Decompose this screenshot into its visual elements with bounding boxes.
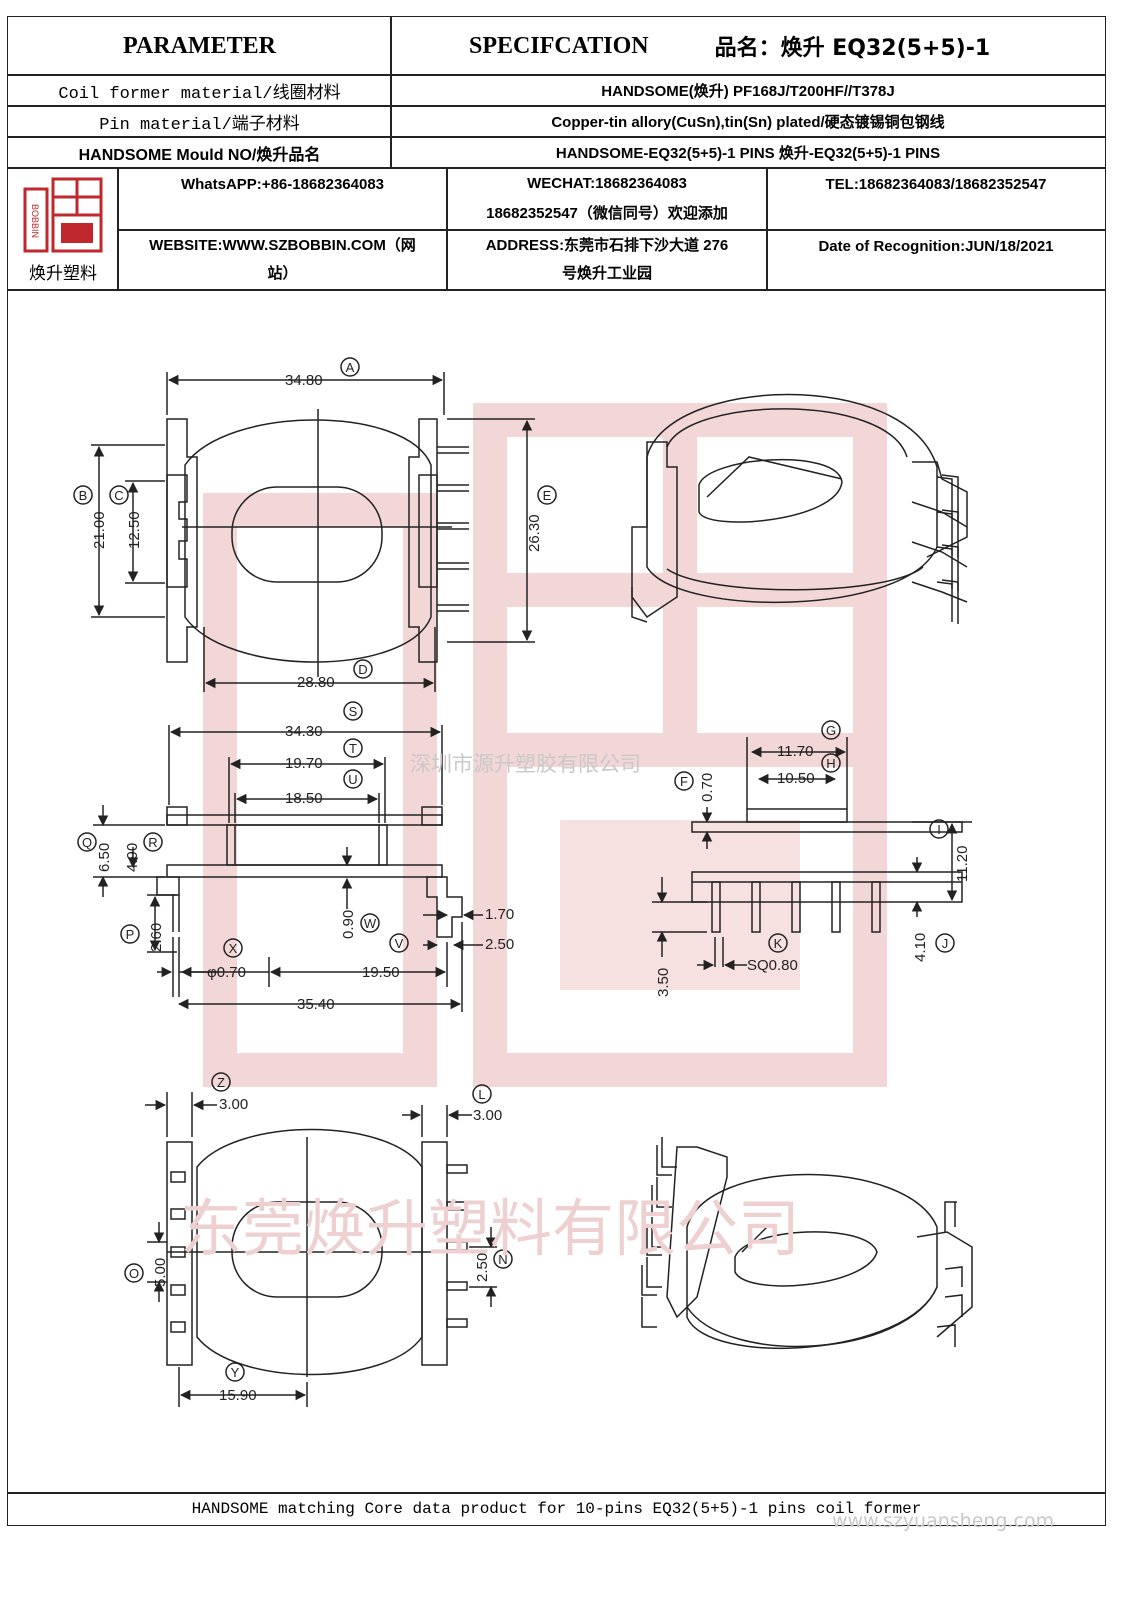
bobbin-logo-icon: BOBBIN: [23, 177, 103, 252]
website-line2: 站）: [267, 265, 298, 282]
dim-p: 2.60: [148, 923, 165, 952]
dim-r: 4.90: [124, 843, 141, 872]
dim-o: 5.00: [152, 1258, 169, 1287]
marker-e: E: [543, 488, 552, 503]
marker-z: Z: [217, 1075, 225, 1090]
dimension-labels: 34.80 21.00 12.50 26.30 28.80 34.30 19.7…: [91, 372, 971, 1404]
dim-n: 2.50: [474, 1253, 491, 1282]
dim-total: 35.40: [297, 996, 335, 1013]
dim-f: 0.70: [699, 773, 716, 802]
marker-k: K: [774, 936, 783, 951]
bottom-view: [145, 1092, 497, 1407]
marker-a: A: [346, 360, 355, 375]
marker-x: X: [229, 941, 238, 956]
marker-j: J: [942, 936, 949, 951]
address-line1: ADDRESS:东莞市石排下沙大道 276: [485, 237, 729, 254]
wechat-line1: WECHAT:18682364083: [527, 175, 687, 192]
dim-y: 15.90: [219, 1387, 257, 1404]
dim-b: 21.00: [91, 511, 108, 549]
iso-view-top: [631, 393, 968, 624]
website: WEBSITE:WWW.SZBOBBIN.COM（网 站）: [117, 229, 448, 291]
recognition-date: Date of Recognition:JUN/18/2021: [766, 229, 1106, 291]
marker-n: N: [498, 1252, 507, 1267]
top-view: [91, 372, 535, 692]
marker-s: S: [349, 704, 358, 719]
marker-letters: A B C E D S T U Q R P W V X G H F I J K …: [79, 360, 949, 1380]
marker-w: W: [364, 916, 377, 931]
header-specification: SPECIFCATION: [469, 32, 649, 59]
row-value-coil-material: HANDSOME(焕升) PF168J/T200HF//T378J: [390, 74, 1106, 107]
dim-a: 34.80: [285, 372, 323, 389]
website-line1[interactable]: WEBSITE:WWW.SZBOBBIN.COM（网: [149, 237, 416, 254]
marker-q: Q: [82, 835, 92, 850]
logo-mark-text: BOBBIN: [30, 203, 40, 237]
dim-u: 18.50: [285, 790, 323, 807]
wechat-line2: 18682352547（微信同号）欢迎添加: [486, 205, 728, 222]
row-label-coil-material: Coil former material/线圈材料: [7, 74, 392, 107]
marker-h: H: [826, 756, 835, 771]
marker-i: I: [937, 822, 941, 837]
marker-t: T: [349, 741, 357, 756]
watermark-url: www.szyuansheng.com: [832, 1510, 1055, 1532]
marker-b: B: [79, 488, 88, 503]
marker-y: Y: [231, 1365, 240, 1380]
iso-view-bottom: [641, 1137, 973, 1349]
header-spec-cell: SPECIFCATION 品名：焕升 EQ32(5+5)-1: [390, 16, 1106, 76]
marker-l: L: [478, 1087, 485, 1102]
dim-v-a: 1.70: [485, 906, 514, 923]
technical-drawing: A B C E D S T U Q R P W V X G H F I J K …: [73, 357, 973, 1407]
tel: TEL:18682364083/18682352547: [766, 167, 1106, 231]
marker-u: U: [348, 772, 357, 787]
dim-t: 19.70: [285, 755, 323, 772]
dim-g: 11.70: [777, 743, 813, 760]
front-view: [652, 737, 972, 971]
dim-l: 3.00: [473, 1107, 502, 1124]
dim-d: 28.80: [297, 674, 335, 691]
wechat: WECHAT:18682364083 18682352547（微信同号）欢迎添加: [446, 167, 768, 231]
dim-pin: 3.50: [655, 968, 672, 997]
dim-v-b: 2.50: [485, 936, 514, 953]
address: ADDRESS:东莞市石排下沙大道 276 号焕升工业园: [446, 229, 768, 291]
marker-v: V: [395, 936, 404, 951]
marker-d: D: [358, 662, 367, 677]
row-value-pin-material: Copper-tin allory(CuSn),tin(Sn) plated/硬…: [390, 105, 1106, 138]
marker-c: C: [114, 488, 123, 503]
marker-r: R: [148, 835, 157, 850]
dim-c: 12.50: [126, 511, 143, 549]
watermark-center: 深圳市源升塑胶有限公司: [410, 752, 641, 776]
logo-text: 焕升塑料: [29, 263, 97, 284]
dim-s: 34.30: [285, 723, 323, 740]
dim-j: 4.10: [912, 933, 929, 962]
row-value-mould-no: HANDSOME-EQ32(5+5)-1 PINS 焕升-EQ32(5+5)-1…: [390, 136, 1106, 169]
dim-w: 0.90: [340, 910, 357, 939]
row-label-mould-no: HANDSOME Mould NO/焕升品名: [7, 136, 392, 169]
dim-v-c: 19.50: [362, 964, 400, 981]
dim-i: 11.20: [954, 846, 971, 882]
dim-x: φ0.70: [207, 964, 246, 981]
header-parameter: PARAMETER: [7, 16, 392, 76]
dim-h: 10.50: [777, 770, 815, 787]
row-label-pin-material: Pin material/端子材料: [7, 105, 392, 138]
whatsapp: WhatsAPP:+86-18682364083: [117, 167, 448, 231]
dim-e: 26.30: [526, 514, 543, 552]
footer: HANDSOME matching Core data product for …: [7, 1492, 1106, 1526]
header-product-name: 品名：焕升 EQ32(5+5)-1: [714, 36, 991, 61]
drawing-frame: [7, 289, 1106, 1494]
logo-cell: BOBBIN 焕升塑料: [7, 167, 119, 291]
dim-k: SQ0.80: [747, 957, 798, 974]
dim-q: 6.50: [96, 843, 113, 872]
side-view: [93, 725, 483, 1012]
marker-o: O: [129, 1266, 139, 1281]
watermark-logo-icon: [203, 403, 887, 1087]
marker-f: F: [680, 774, 688, 789]
markers: [73, 357, 955, 1382]
watermark-bottom: 东莞焕升塑料有限公司: [180, 1192, 801, 1265]
dim-z: 3.00: [219, 1096, 248, 1113]
address-line2: 号焕升工业园: [561, 265, 652, 282]
marker-g: G: [826, 723, 836, 738]
marker-p: P: [126, 927, 135, 942]
